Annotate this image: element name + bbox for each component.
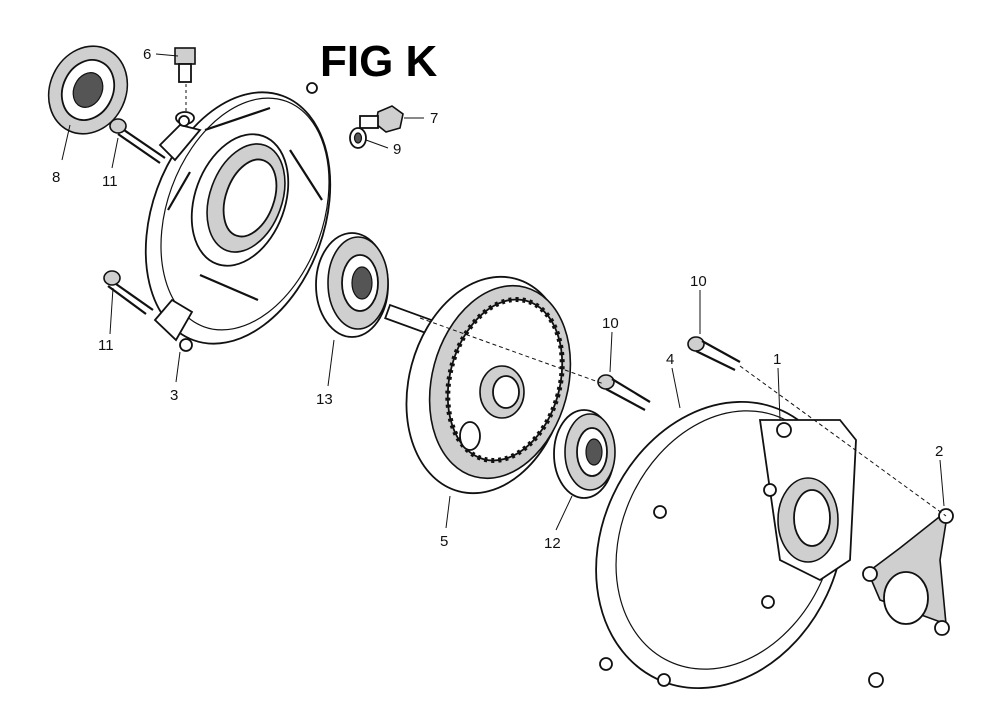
callout-7: 7 xyxy=(430,110,438,127)
part-gasket-2 xyxy=(862,508,954,688)
callout-9: 9 xyxy=(393,141,401,158)
callout-10-left: 10 xyxy=(602,315,619,332)
part-bolt-6 xyxy=(174,47,196,125)
callout-12: 12 xyxy=(544,535,561,552)
part-bolt-10-right xyxy=(687,336,741,371)
part-bolt-7 xyxy=(359,105,404,133)
part-bolt-11-upper xyxy=(109,118,166,164)
callout-5: 5 xyxy=(440,533,448,550)
part-bearing-13 xyxy=(315,232,389,338)
part-bearing-12 xyxy=(553,409,616,499)
part-ring-gear-shaft-5 xyxy=(384,275,572,495)
part-oil-seal-8 xyxy=(47,45,129,135)
callout-10-right: 10 xyxy=(690,273,707,290)
callout-13: 13 xyxy=(316,391,333,408)
part-bolt-11-lower xyxy=(103,270,154,315)
callout-6: 6 xyxy=(143,46,151,63)
callout-8: 8 xyxy=(52,169,60,186)
part-gear-case-3 xyxy=(144,82,332,352)
callout-4: 4 xyxy=(666,351,674,368)
callout-11-upper: 11 xyxy=(102,173,118,190)
callout-1: 1 xyxy=(773,351,781,368)
callout-3: 3 xyxy=(170,387,178,404)
part-bolt-10-left xyxy=(597,374,651,411)
callout-labels: 6 8 11 11 3 7 9 13 5 12 10 10 4 1 2 xyxy=(52,46,943,552)
part-washer-9 xyxy=(349,127,367,149)
part-gear-case-cover-4 xyxy=(595,400,857,690)
callout-2: 2 xyxy=(935,443,943,460)
figure-title: FIG K xyxy=(320,37,438,86)
callout-11-lower: 11 xyxy=(98,337,114,354)
leader-lines xyxy=(61,53,947,531)
